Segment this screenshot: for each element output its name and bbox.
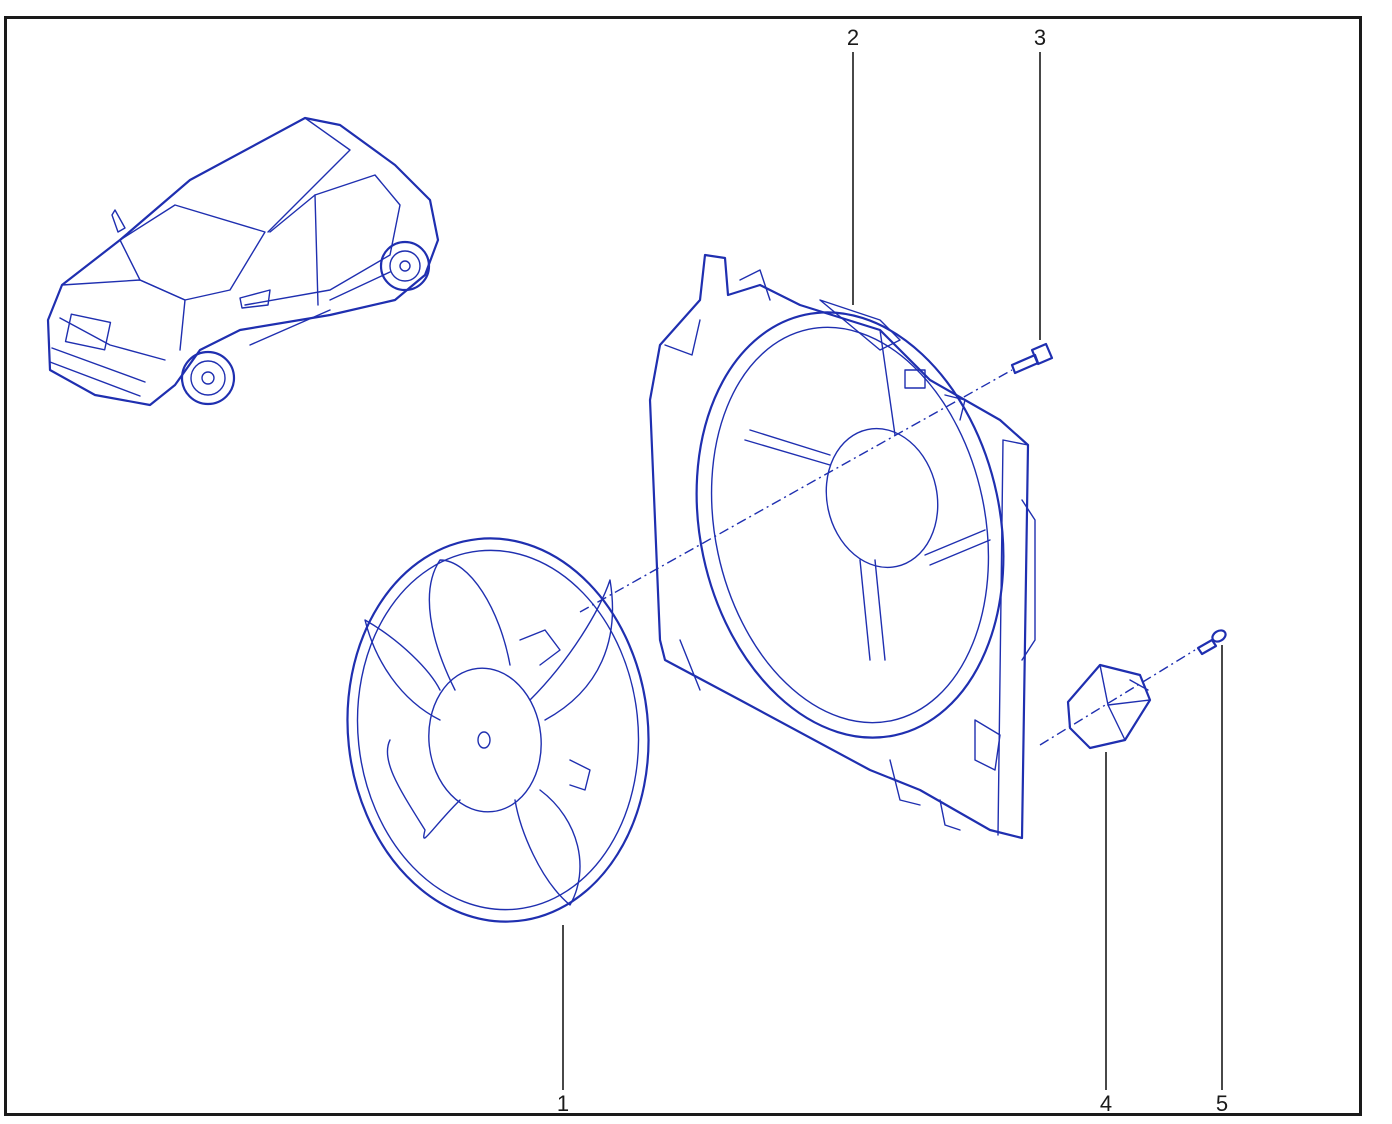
fan-shroud <box>648 253 1036 840</box>
diagram-frame <box>4 16 1362 1116</box>
car-illustration <box>46 116 440 407</box>
callout-label-3: 3 <box>1033 25 1047 50</box>
fan-assembly <box>346 537 650 923</box>
bolt <box>1010 342 1054 375</box>
assembly-axis-lines <box>579 369 1196 746</box>
callout-label-2: 2 <box>846 25 860 50</box>
screw <box>1196 629 1227 656</box>
callout-leader-lines <box>562 52 1223 1090</box>
callout-label-1: 1 <box>556 1091 570 1116</box>
resistor-module <box>1066 663 1152 750</box>
callout-label-5: 5 <box>1215 1091 1229 1116</box>
callout-label-4: 4 <box>1099 1091 1113 1116</box>
